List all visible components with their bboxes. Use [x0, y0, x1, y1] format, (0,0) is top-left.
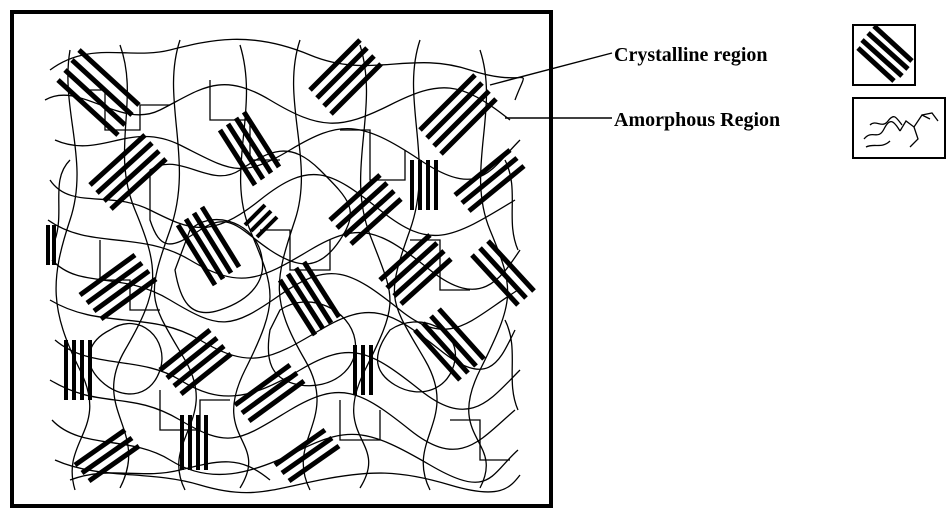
crystallite-1 — [58, 50, 139, 135]
crystallite-9 — [178, 207, 239, 285]
crystallite-3 — [420, 75, 496, 154]
crystallite-7 — [455, 150, 524, 211]
crystallite-18 — [235, 365, 304, 421]
crystalline-region-label: Crystalline region — [614, 45, 768, 65]
crystalline-hatch-icon — [852, 24, 916, 86]
crystallite-6 — [330, 175, 401, 244]
crystallite-23 — [245, 205, 277, 237]
crystallite-4 — [90, 135, 166, 209]
amorphous-region-label: Amorphous Region — [614, 110, 780, 130]
crystallite-21 — [275, 430, 339, 481]
crystallite-12 — [472, 241, 534, 305]
polymer-morphology-illustration — [10, 10, 553, 508]
crystallite-15 — [160, 330, 231, 394]
crystallite-22 — [48, 225, 54, 265]
crystallite-2 — [310, 40, 381, 114]
amorphous-chain-icon — [852, 97, 946, 159]
